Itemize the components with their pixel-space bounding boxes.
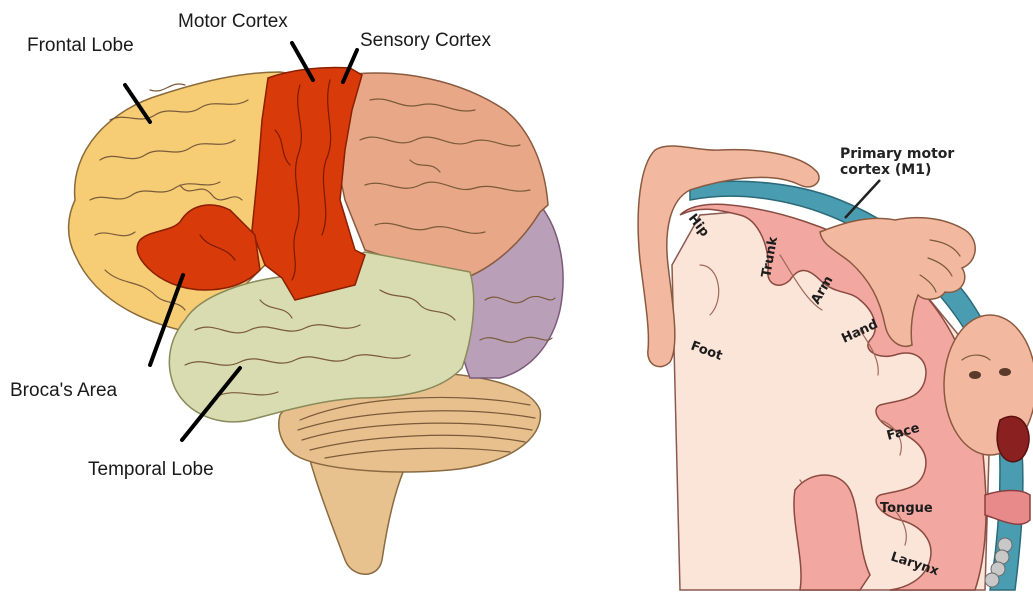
frontal-lobe-label: Frontal Lobe bbox=[27, 35, 134, 56]
brocas-area-label: Broca's Area bbox=[10, 380, 118, 401]
homunculus-mouth bbox=[997, 416, 1029, 461]
m1-title-line2: cortex (M1) bbox=[840, 162, 931, 178]
homunculus-tongue bbox=[985, 490, 1030, 524]
homunculus-eye bbox=[969, 371, 981, 379]
m1-title-line1: Primary motor bbox=[840, 146, 954, 162]
temporal-lobe-label: Temporal Lobe bbox=[88, 459, 214, 480]
motor-cortex-label: Motor Cortex bbox=[178, 11, 288, 32]
brain-illustration bbox=[69, 67, 563, 574]
homunculus-eye bbox=[999, 368, 1011, 376]
sensory-cortex-label: Sensory Cortex bbox=[360, 30, 491, 51]
body-part-tongue: Tongue bbox=[880, 501, 933, 516]
